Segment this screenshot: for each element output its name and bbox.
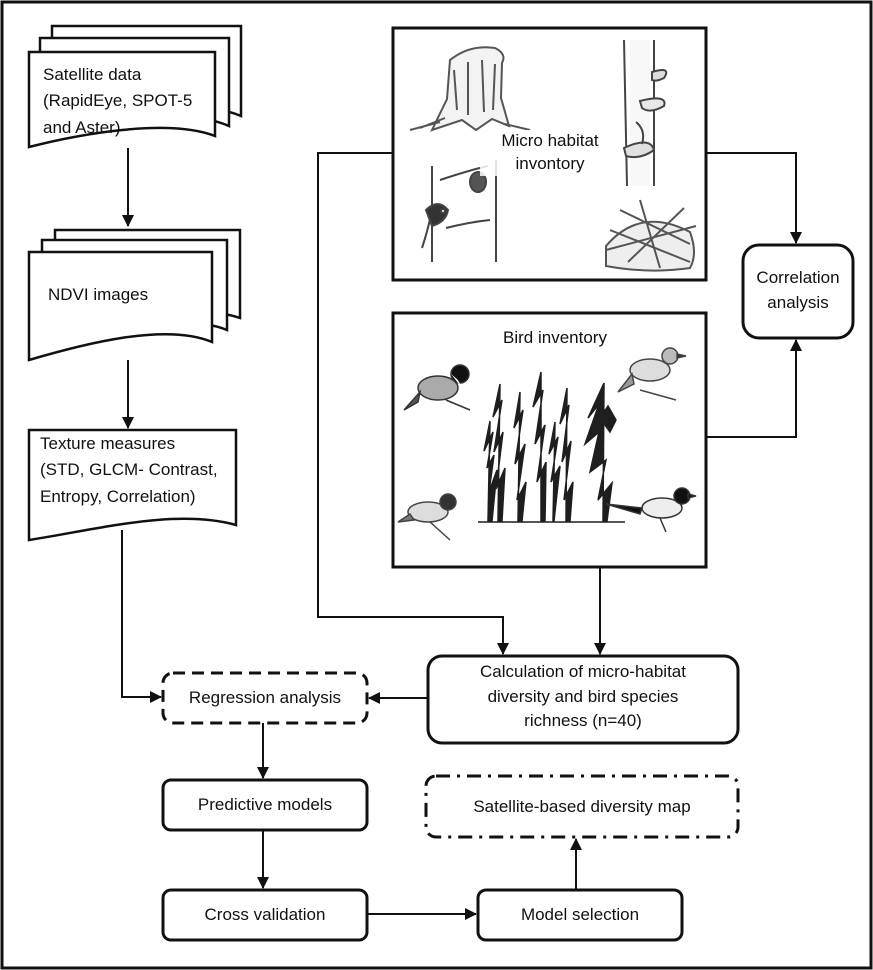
predictive-models-label: Predictive models <box>197 795 333 814</box>
brush-pile-sketch <box>605 199 697 272</box>
edge-texture-to-regression <box>121 530 162 703</box>
bird-sketch-chickadee <box>403 364 471 411</box>
edge-microhabitat-to-calculation <box>317 152 509 655</box>
bird-inventory-box <box>391 311 708 569</box>
satellite-data-shape <box>27 24 243 149</box>
fungi-tree-sketch <box>622 39 668 187</box>
bird-sketch-sparrow <box>617 347 687 401</box>
edge-microhabitat-to-correlation <box>706 152 802 244</box>
model-selection-label: Model selection <box>520 905 640 924</box>
texture-measures-shape <box>27 428 238 542</box>
regression-analysis-label: Regression analysis <box>188 688 342 707</box>
cross-validation-label: Cross validation <box>204 905 326 924</box>
ndvi-images-shape <box>27 228 242 362</box>
texture-measures-label: Texture measures (STD, GLCM- Contrast, E… <box>40 434 218 506</box>
calculation-label: Calculation of micro-habitat diversity a… <box>480 662 686 731</box>
bird-sketch-wagtail <box>605 487 697 533</box>
diversity-map-box <box>424 774 740 839</box>
correlation-analysis-box <box>741 243 855 340</box>
forest-trees <box>478 371 625 523</box>
calculation-box <box>426 654 740 745</box>
regression-analysis-box <box>161 671 369 725</box>
ndvi-images-label: NDVI images <box>48 285 149 304</box>
correlation-analysis-label: Correlation analysis <box>756 268 840 312</box>
bird-sketch-warbler <box>397 493 457 541</box>
tree-stump-sketch <box>409 46 531 132</box>
edge-bird-to-correlation <box>706 339 802 438</box>
bird-inventory-label: Bird inventory <box>503 328 607 347</box>
micro-habitat-label: Micro habitat invontory <box>480 130 620 176</box>
model-selection-box <box>476 888 684 942</box>
predictive-models-box <box>161 778 369 832</box>
satellite-data-label: Satellite data (RapidEye, SPOT-5 and Ast… <box>43 65 193 137</box>
diversity-map-label: Satellite-based diversity map <box>473 797 691 816</box>
